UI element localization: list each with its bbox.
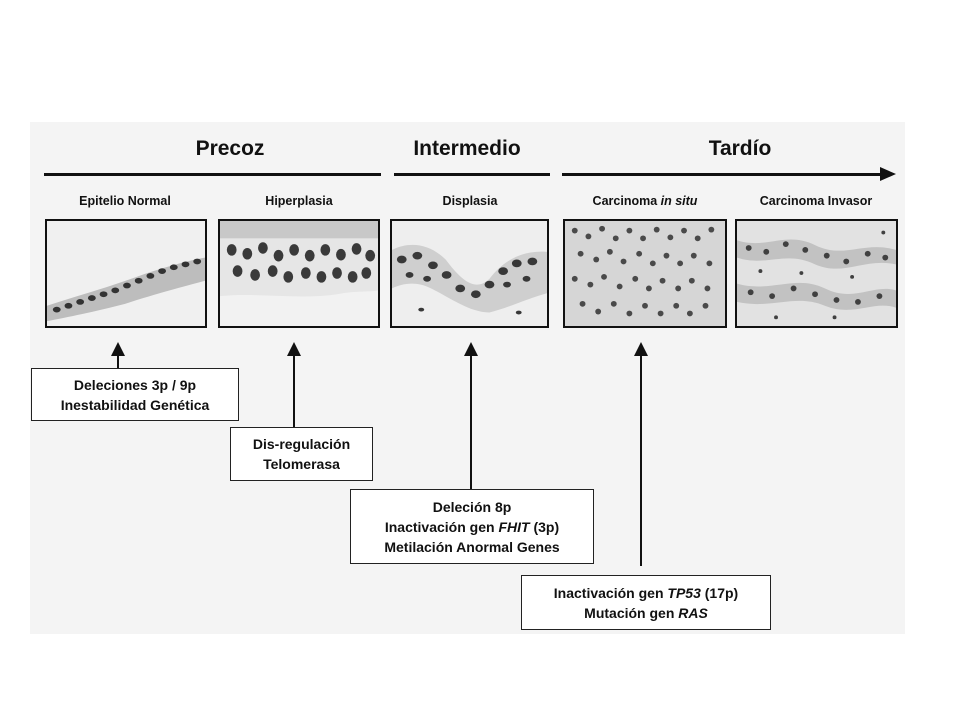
arrow-4-head bbox=[634, 342, 648, 356]
event-box-deletion-8p: Deleción 8p Inactivación gen FHIT (3p) M… bbox=[350, 489, 594, 564]
timeline-middle-line bbox=[394, 173, 550, 176]
ras-prefix: Mutación gen bbox=[584, 604, 679, 621]
fhit-prefix: Inactivación gen bbox=[384, 518, 499, 535]
stage-label-cis-italic: in situ bbox=[660, 194, 698, 208]
stage-label-cis: Carcinoma in situ bbox=[563, 194, 727, 208]
event-box-deletion-8p-line1: Deleción 8p bbox=[432, 498, 512, 515]
event-box-telomerase: Dis-regulación Telomerasa bbox=[230, 427, 373, 481]
event-box-deletions-line1: Deleciones 3p / 9p bbox=[73, 376, 197, 393]
timeline-late-line bbox=[562, 173, 882, 176]
event-box-ras-line: Mutación gen RAS bbox=[522, 603, 770, 623]
tp53-suffix: (17p) bbox=[700, 584, 739, 601]
event-box-deletion-8p-line3: Metilación Anormal Genes bbox=[384, 538, 560, 555]
micrograph-dysplasia bbox=[390, 219, 549, 328]
arrow-2-head bbox=[287, 342, 301, 356]
event-box-deletion-8p-line2: Inactivación gen FHIT (3p) bbox=[351, 517, 593, 537]
event-box-deletions-line2: Inestabilidad Genética bbox=[60, 396, 210, 413]
stage-label-normal: Epitelio Normal bbox=[79, 194, 171, 208]
fhit-suffix: (3p) bbox=[529, 518, 560, 535]
arrow-1-shaft bbox=[117, 355, 119, 368]
arrow-2-shaft bbox=[293, 355, 295, 427]
stage-label-hyperplasia: Hiperplasia bbox=[265, 194, 333, 208]
micrograph-hyperplasia bbox=[218, 219, 380, 328]
phase-early-heading: Precoz bbox=[195, 137, 265, 160]
arrow-4-shaft bbox=[640, 355, 642, 566]
event-box-deletions: Deleciones 3p / 9p Inestabilidad Genétic… bbox=[31, 368, 239, 421]
ras-gene: RAS bbox=[678, 604, 708, 621]
micrograph-invasive-carcinoma bbox=[735, 219, 898, 328]
event-box-tp53-ras: Inactivación gen TP53 (17p) Mutación gen… bbox=[521, 575, 771, 630]
stage-label-dysplasia: Displasia bbox=[442, 194, 498, 208]
phase-middle-heading: Intermedio bbox=[413, 137, 521, 160]
arrow-3-shaft bbox=[470, 355, 472, 489]
tp53-gene: TP53 bbox=[667, 584, 701, 601]
arrow-3-head bbox=[464, 342, 478, 356]
event-box-telomerase-line1: Dis-regulación bbox=[252, 436, 351, 452]
timeline-arrow-head bbox=[880, 167, 896, 181]
stage-label-invasive: Carcinoma Invasor bbox=[759, 194, 873, 208]
micrograph-normal-epithelium bbox=[45, 219, 207, 328]
event-box-tp53-line: Inactivación gen TP53 (17p) bbox=[522, 583, 770, 603]
stage-label-cis-prefix: Carcinoma bbox=[592, 194, 658, 208]
arrow-1-head bbox=[111, 342, 125, 356]
fhit-gene: FHIT bbox=[498, 518, 530, 535]
timeline-early-line bbox=[44, 173, 381, 176]
event-box-telomerase-line2: Telomerasa bbox=[263, 456, 340, 472]
tp53-prefix: Inactivación gen bbox=[553, 584, 668, 601]
phase-late-heading: Tardío bbox=[708, 137, 772, 160]
micrograph-carcinoma-in-situ bbox=[563, 219, 727, 328]
